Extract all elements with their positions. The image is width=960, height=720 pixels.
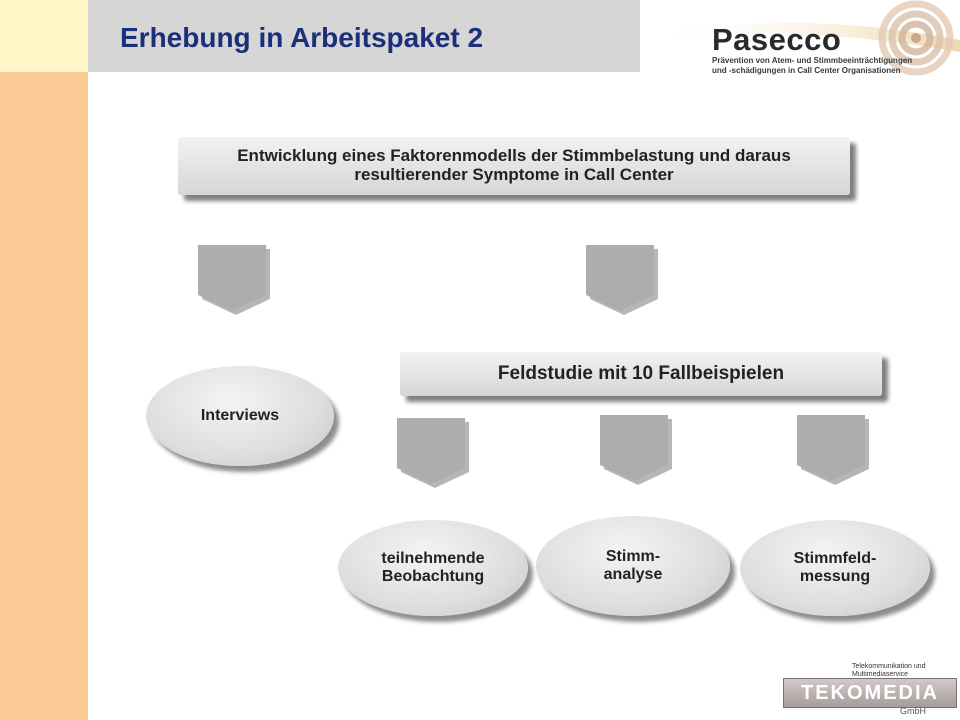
method-voice-analysis-label: Stimm- analyse — [603, 548, 663, 583]
pasecco-logo-icon — [644, 0, 960, 76]
main-goal-box: Entwicklung eines Faktorenmodells der St… — [178, 137, 850, 195]
method-observation-label: teilnehmende Beobachtung — [381, 550, 485, 585]
arrow-down-icon — [397, 418, 469, 488]
method-voice-analysis-node: Stimm- analyse — [536, 516, 730, 616]
slide-title: Erhebung in Arbeitspaket 2 — [120, 22, 484, 53]
title-bar — [88, 0, 640, 72]
tekomedia-caption: Telekommunikation und Multimediaservice — [852, 663, 926, 678]
tekomedia-gmbh: GmbH — [900, 706, 927, 716]
arrow-down-icon — [586, 245, 658, 315]
logo-subtitle: Prävention von Atem- und Stimmbeeinträch… — [712, 56, 950, 76]
main-goal-text: Entwicklung eines Faktorenmodells der St… — [237, 146, 791, 184]
left-band — [0, 72, 88, 720]
interviews-node: Interviews — [146, 366, 334, 466]
interviews-label: Interviews — [200, 407, 280, 425]
arrow-down-icon — [600, 415, 672, 485]
logo-subtitle-line-2: und -schädigungen in Call Center Organis… — [712, 66, 901, 75]
logo-subtitle-line-1: Prävention von Atem- und Stimmbeeinträch… — [712, 56, 913, 65]
arrow-down-icon — [797, 415, 869, 485]
method-voice-field-label: Stimmfeld- messung — [793, 550, 877, 585]
arrow-down-icon — [198, 245, 270, 315]
method-observation-node: teilnehmende Beobachtung — [338, 520, 528, 616]
logo-name: Pasecco — [712, 22, 842, 57]
left-band-top — [0, 0, 88, 72]
method-voice-field-node: Stimmfeld- messung — [740, 520, 930, 616]
field-study-label: Feldstudie mit 10 Fallbeispielen — [497, 362, 785, 384]
tekomedia-logo: TEKOMEDIA — [783, 678, 957, 708]
field-study-box: Feldstudie mit 10 Fallbeispielen — [400, 352, 882, 396]
